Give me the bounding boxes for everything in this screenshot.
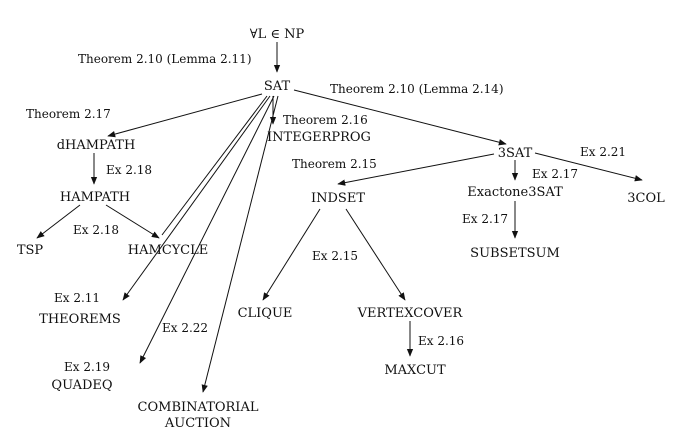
node-clique: CLIQUE (238, 306, 293, 321)
node-dhampath: dHAMPATH (57, 138, 136, 153)
label-hampath-hamcycle: Ex 2.18 (73, 223, 119, 237)
node-combinatorial-auction-line2: AUCTION (164, 416, 231, 431)
node-exactone3sat: Exactone3SAT (467, 185, 563, 200)
node-integerprog: INTEGERPROG (267, 130, 371, 145)
edge-3sat-indset (337, 153, 495, 186)
node-3col: 3COL (627, 191, 665, 206)
edge-sat-3sat (293, 89, 507, 146)
node-hampath: HAMPATH (60, 190, 130, 205)
edge-labels: Theorem 2.10 (Lemma 2.11) Theorem 2.10 (… (26, 52, 626, 374)
label-sat-theorems: Ex 2.11 (54, 291, 100, 305)
edge-sat-combinatorial (201, 95, 279, 393)
node-hamcycle: HAMCYCLE (128, 243, 208, 258)
edge-sat-dhampath (107, 93, 263, 138)
node-theorems: THEOREMS (39, 312, 121, 327)
label-sat-combinatorial: Ex 2.22 (162, 321, 208, 335)
node-root: ∀L ∈ NP (250, 27, 305, 42)
label-indset-clique: Ex 2.15 (312, 249, 358, 263)
node-sat: SAT (264, 79, 291, 94)
node-tsp: TSP (17, 243, 44, 258)
edge-sat-quadeq (139, 95, 275, 364)
node-combinatorial-auction-line1: COMBINATORIAL (138, 400, 259, 415)
label-exactone-subsetsum: Ex 2.17 (462, 212, 508, 226)
node-subsetsum: SUBSETSUM (470, 246, 560, 261)
node-maxcut: MAXCUT (384, 363, 446, 378)
edge-sat-hamcycle (161, 95, 268, 236)
label-sat-integerprog: Theorem 2.16 (283, 113, 368, 127)
edge-indset-clique (262, 208, 321, 301)
edge-indset-vertexcover (345, 208, 406, 301)
label-3sat-indset: Theorem 2.15 (292, 157, 377, 171)
edge-3sat-3col (534, 152, 643, 182)
edge-hampath-tsp (36, 204, 81, 239)
edge-sat-theorems (122, 95, 271, 301)
label-3sat-exactone: Ex 2.17 (532, 167, 578, 181)
nodes: ∀L ∈ NP SAT dHAMPATH HAMPATH TSP HAMCYCL… (17, 27, 665, 431)
node-3sat: 3SAT (498, 146, 533, 161)
label-3sat-3col: Ex 2.21 (580, 145, 626, 159)
label-sat-dhampath: Theorem 2.17 (26, 107, 111, 121)
node-vertexcover: VERTEXCOVER (357, 306, 464, 321)
label-vertexcover-maxcut: Ex 2.16 (418, 334, 464, 348)
node-indset: INDSET (311, 191, 365, 206)
edges (36, 42, 643, 393)
label-sat-quadeq: Ex 2.19 (64, 360, 110, 374)
label-sat-3sat: Theorem 2.10 (Lemma 2.14) (330, 82, 504, 96)
label-dhampath-hampath: Ex 2.18 (106, 163, 152, 177)
node-quadeq: QUADEQ (51, 378, 112, 393)
edge-hampath-hamcycle (105, 204, 160, 239)
label-root-sat: Theorem 2.10 (Lemma 2.11) (78, 52, 252, 66)
